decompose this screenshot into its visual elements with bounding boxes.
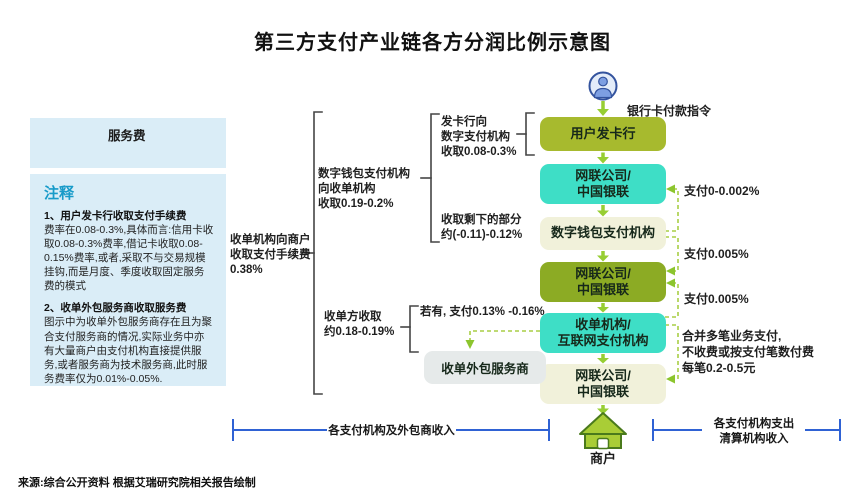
flow-node-user-issuing-bank: 用户发卡行 [540, 117, 666, 151]
note1-title: 1、用户发卡行收取支付手续费 [44, 210, 187, 222]
flow-node-acquirer: 收单机构/ 互联网支付机构 [540, 313, 666, 353]
anno-wallet-charge: 数字钱包支付机构 向收单机构 收取0.19-0.2% [318, 168, 410, 211]
anno-acquirer-keep: 收单方收取 约0.18-0.19% [324, 311, 395, 339]
anno-issuer-charge: 发卡行向 数字支付机构 收取0.08-0.3% [441, 116, 517, 159]
source-note: 来源:综合公开资料 根据艾瑞研究院相关报告绘制 [18, 477, 256, 489]
legend-panel [30, 118, 226, 168]
merchant-label: 商户 [589, 451, 616, 466]
note2-body: 图示中为收单外包服务商存在且为聚合支付服务商的情况,实际业务中亦有大量商户由支付… [44, 316, 212, 385]
fee-label-pay-batch: 合并多笔业务支付, 不收费或按支付笔数付费 每笔0.2-0.5元 [682, 329, 815, 376]
bracket-lines [303, 111, 535, 395]
flow-node-nets-unionpay-1: 网联公司/ 中国银联 [540, 164, 666, 204]
card-payment-instruction-label: 银行卡付款指令 [627, 104, 712, 118]
flow-node-outsourcer: 收单外包服务商 [424, 351, 546, 384]
flow-node-nets-unionpay-3: 网联公司/ 中国银联 [540, 364, 666, 404]
fee-label-pay-0005-lower: 支付0.005% [684, 292, 749, 306]
notes-panel: 注释 1、用户发卡行收取支付手续费 费率在0.08-0.3%,具体而言:信用卡收… [30, 174, 226, 386]
anno-outsourcer-fee: 若有, 支付0.13% -0.16% [420, 306, 545, 318]
anno-remainder: 收取剩下的部分 约(-0.11)-0.12% [441, 214, 523, 242]
page-title: 第三方支付产业链各方分润比例示意图 [254, 32, 611, 54]
note1-body: 费率在0.08-0.3%,具体而言:信用卡收取0.08-0.3%费率,借记卡收取… [44, 224, 214, 293]
measure-lines [232, 419, 841, 441]
flow-arrowheads [597, 109, 609, 415]
fee-label-pay-0005-upper: 支付0.005% [684, 247, 749, 261]
flow-node-nets-unionpay-2: 网联公司/ 中国银联 [540, 262, 666, 302]
measure-left-label: 各支付机构及外包商收入 [328, 425, 455, 437]
user-person-icon [588, 71, 618, 101]
merchant-house-icon [579, 412, 627, 450]
fee-dashed-arrowheads [465, 184, 675, 384]
legend-service-fee-label: 服务费 [108, 129, 146, 143]
note2-title: 2、收单外包服务商收取服务费 [44, 302, 187, 315]
notes-heading: 注释 [44, 185, 75, 202]
flow-node-digital-wallet: 数字钱包支付机构 [540, 217, 666, 250]
measure-right-label: 各支付机构支出 清算机构收入 [713, 418, 795, 445]
fee-label-pay-0-0002: 支付0-0.002% [684, 184, 760, 198]
anno-total-fee: 收单机构向商户 收取支付手续费 0.38% [230, 234, 311, 277]
